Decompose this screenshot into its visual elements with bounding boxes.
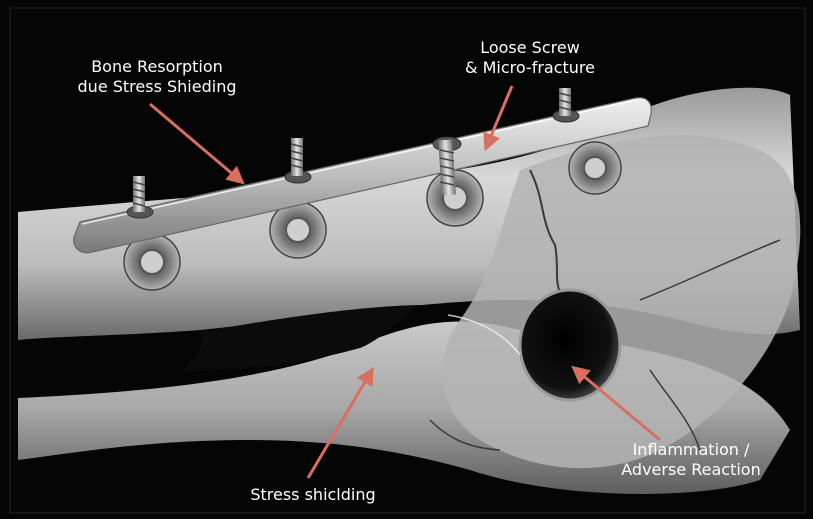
screw-seat-2 [270,202,326,258]
label-bone-resorption: Bone Resorption due Stress Shieding [52,57,262,97]
screw-seat-4 [569,142,621,194]
label-loose-screw-line2: & Micro-fracture [440,58,620,78]
screw-2 [291,138,303,176]
label-inflammation-line1: Inflammation / [596,440,786,460]
label-bone-resorption-line2: due Stress Shieding [52,77,262,97]
label-bone-resorption-line1: Bone Resorption [52,57,262,77]
screw-1 [133,176,145,212]
bone-cavity [520,290,620,400]
screw-4 [559,88,571,116]
label-loose-screw-line1: Loose Screw [440,38,620,58]
label-loose-screw: Loose Screw & Micro-fracture [440,38,620,78]
label-stress-shielding: Stress shiclding [228,485,398,505]
label-stress-shielding-text: Stress shiclding [228,485,398,505]
screw-seat-3 [427,170,483,226]
label-inflammation-line2: Adverse Reaction [596,460,786,480]
label-inflammation: Inflammation / Adverse Reaction [596,440,786,480]
